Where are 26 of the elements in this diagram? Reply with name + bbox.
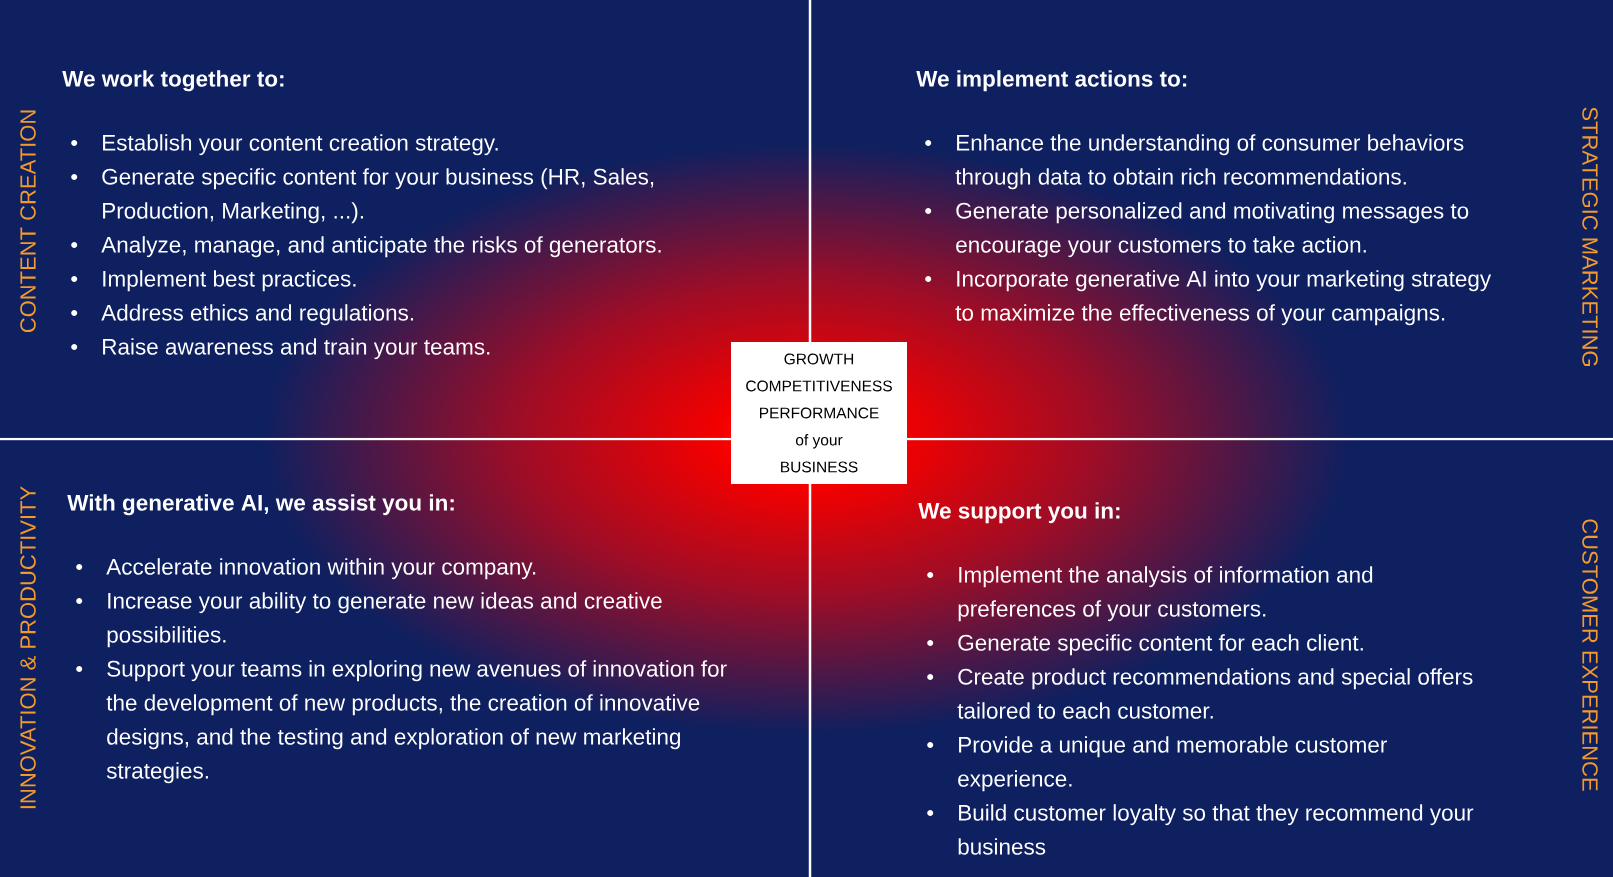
section-heading: With generative AI, we assist you in: xyxy=(67,494,454,516)
bullet-item: Generate specific content for your business (HR, Sales, Production, Marketing, ...). xyxy=(102,168,654,224)
center-box: GROWTH COMPETITIVENESS PERFORMANCE of your BUSINESS xyxy=(731,342,907,484)
section-heading: We support you in: xyxy=(918,502,1120,524)
bullet-item: Support your teams in exploring new avenues of innovation for the development of new products, the creation of innovative designs, and the testing and exploration of new marketing strategies. xyxy=(106,660,727,784)
bullet-item: Provide a unique and memorable customer experience. xyxy=(958,736,1387,792)
section-heading: We work together to: xyxy=(62,70,284,92)
bullet-item: Generate specific content for each client. xyxy=(958,634,1363,656)
side-label: CUSTOMER EXPERIENCE xyxy=(1582,519,1598,791)
side-label: CONTENT CREATION xyxy=(20,110,36,333)
bullet-item: Increase your ability to generate new ideas and creative possibilities. xyxy=(107,592,662,648)
bullet-item: Enhance the understanding of consumer behaviors through data to obtain rich recommendations. xyxy=(955,134,1464,190)
bullet-item: Analyze, manage, and anticipate the risks of generators. xyxy=(101,236,661,258)
bullet-item: Incorporate generative AI into your marketing strategy to maximize the effectiveness of your campaigns. xyxy=(955,270,1492,326)
bullet-item: Build customer loyalty so that they recommend your business xyxy=(958,804,1474,855)
section-heading: We implement actions to: xyxy=(916,70,1187,92)
bullet-item: Create product recommendations and special offers tailored to each customer. xyxy=(957,668,1473,719)
bullet-item: Raise awareness and train your teams. xyxy=(103,338,490,360)
bullet-item: Establish your content creation strategy. xyxy=(103,134,498,156)
bullet-item: Implement the analysis of information and preferences of your customers. xyxy=(958,566,1373,622)
bullet-item: Address ethics and regulations. xyxy=(101,304,414,326)
bullet-item: Accelerate innovation within your company. xyxy=(106,558,536,580)
side-label: STRATEGIC MARKETING xyxy=(1582,107,1598,366)
bullet-item: Generate personalized and motivating messages to encourage your customers to take action. xyxy=(956,202,1469,258)
bullet-item: Implement best practices. xyxy=(103,270,356,292)
side-label: INNOVATION & PRODUCTIVITY xyxy=(20,486,36,809)
